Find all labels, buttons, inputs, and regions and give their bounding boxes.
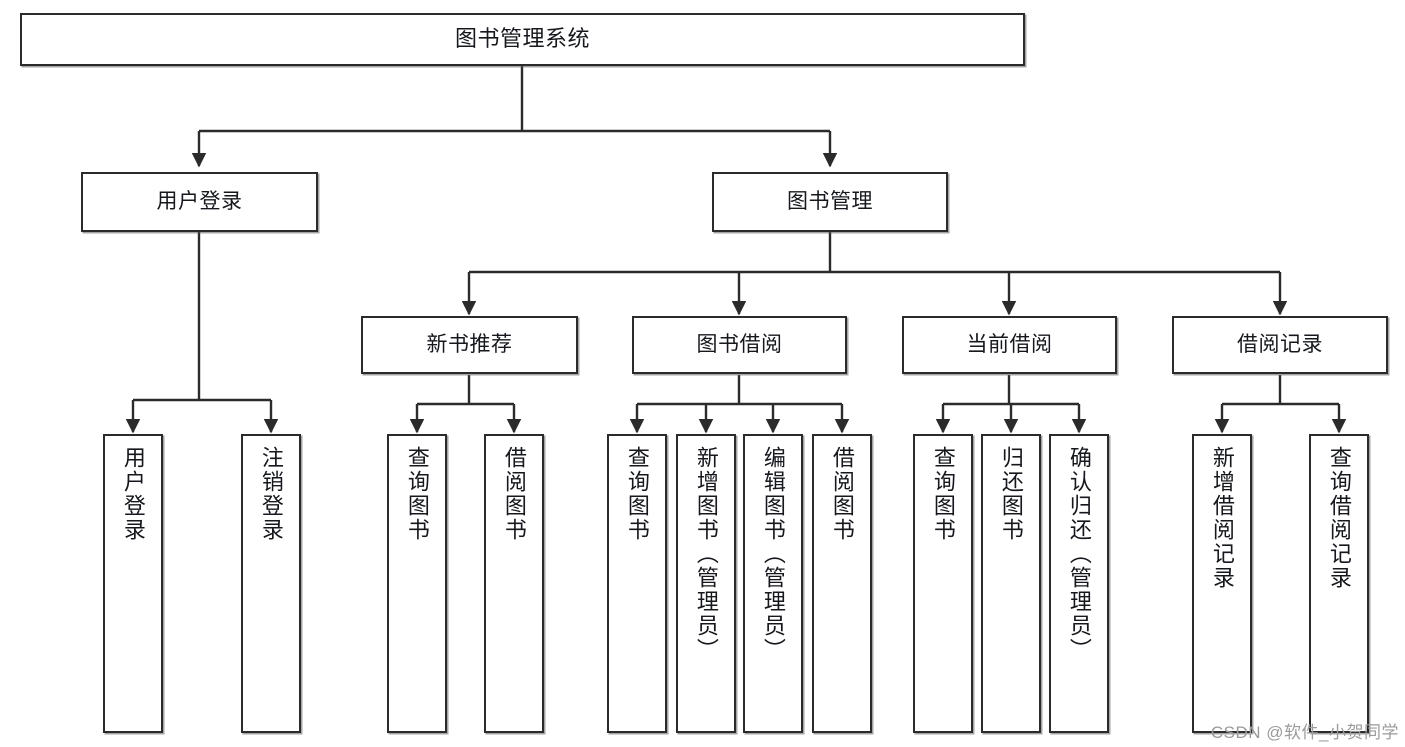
node-root-label: 图书管理系统: [454, 26, 590, 52]
leaf-borrow-record-add[interactable]: 新增借阅记录: [1192, 434, 1252, 733]
leaf-user-login-signin[interactable]: 用户登录: [103, 434, 163, 733]
leaf-book-borrow-query[interactable]: 查询图书: [607, 434, 667, 733]
leaf-label: 查询图书: [404, 446, 430, 542]
leaf-label: 归还图书: [998, 446, 1024, 542]
node-borrow-record[interactable]: 借阅记录: [1172, 316, 1388, 374]
leaf-label: 新增借阅记录: [1209, 446, 1235, 590]
leaf-label: 借阅图书: [829, 446, 855, 542]
node-user-login[interactable]: 用户登录: [81, 172, 318, 232]
node-current-borrow[interactable]: 当前借阅: [902, 316, 1117, 374]
leaf-label: 查询图书: [624, 446, 650, 542]
leaf-label: 编辑图书（管理员）: [760, 446, 786, 662]
node-new-book-recommend-label: 新书推荐: [426, 333, 513, 357]
node-book-borrow-label: 图书借阅: [696, 333, 783, 357]
node-root[interactable]: 图书管理系统: [20, 13, 1025, 66]
node-book-management[interactable]: 图书管理: [712, 172, 948, 232]
leaf-label: 借阅图书: [501, 446, 527, 542]
leaf-new-book-borrow[interactable]: 借阅图书: [484, 434, 544, 733]
leaf-label: 新增图书（管理员）: [693, 446, 719, 662]
node-user-login-label: 用户登录: [156, 190, 243, 214]
leaf-label: 查询借阅记录: [1326, 446, 1352, 590]
leaf-book-borrow-lend[interactable]: 借阅图书: [812, 434, 872, 733]
node-current-borrow-label: 当前借阅: [966, 333, 1053, 357]
leaf-borrow-record-query[interactable]: 查询借阅记录: [1309, 434, 1369, 733]
leaf-current-borrow-return[interactable]: 归还图书: [981, 434, 1041, 733]
node-borrow-record-label: 借阅记录: [1237, 333, 1323, 357]
leaf-book-borrow-add[interactable]: 新增图书（管理员）: [676, 434, 736, 733]
watermark-text: CSDN @软件_小贺同学: [1210, 723, 1399, 742]
leaf-book-borrow-edit[interactable]: 编辑图书（管理员）: [743, 434, 803, 733]
node-new-book-recommend[interactable]: 新书推荐: [361, 316, 578, 374]
leaf-user-login-signout[interactable]: 注销登录: [241, 434, 301, 733]
leaf-current-borrow-query[interactable]: 查询图书: [913, 434, 973, 733]
leaf-label: 确认归还（管理员）: [1066, 446, 1092, 662]
node-book-management-label: 图书管理: [787, 190, 873, 214]
leaf-label: 查询图书: [930, 446, 956, 542]
leaf-new-book-query[interactable]: 查询图书: [387, 434, 447, 733]
leaf-label: 注销登录: [258, 446, 284, 542]
leaf-current-borrow-confirm[interactable]: 确认归还（管理员）: [1049, 434, 1109, 733]
node-book-borrow[interactable]: 图书借阅: [632, 316, 847, 374]
leaf-label: 用户登录: [120, 446, 146, 542]
